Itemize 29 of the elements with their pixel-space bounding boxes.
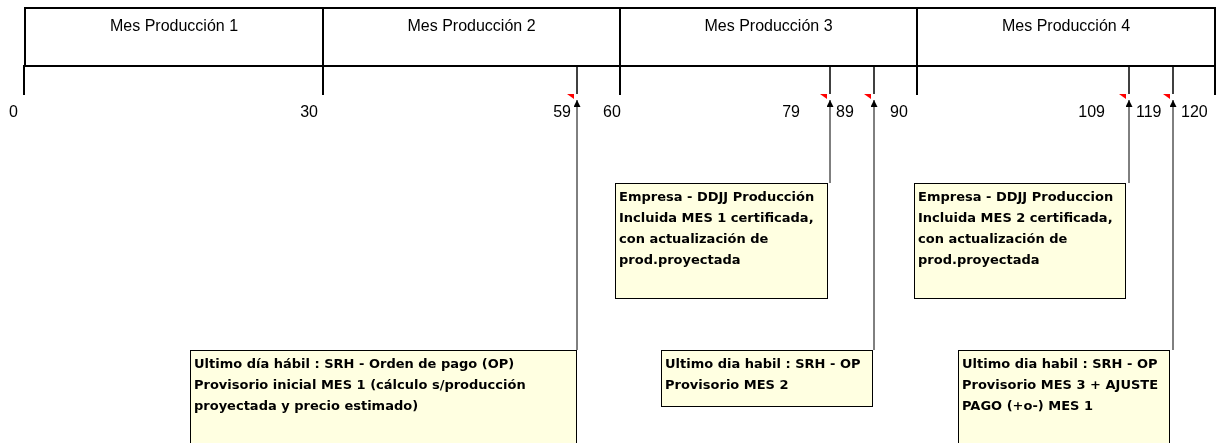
tick-label: 120 — [1181, 103, 1208, 121]
leader-line — [1169, 99, 1177, 351]
tick-label: 30 — [300, 103, 318, 121]
tick-label: 90 — [890, 103, 908, 121]
month-box: Mes Producción 2 — [322, 7, 621, 67]
leader-line — [870, 99, 878, 351]
comment-box: Empresa - DDJJ Producción Incluida MES 1 certificada, con actualización de prod.proyectada — [615, 183, 828, 299]
comment-box: Empresa - DDJJ Produccion Incluida MES 2 certificada, con actualización de prod.proyectada — [914, 183, 1126, 299]
tick-label: 79 — [782, 103, 800, 121]
comment-box: Ultimo dia habil : SRH - OP Provisorio MES 3 + AJUSTE PAGO (+o-) MES 1 — [958, 350, 1170, 443]
leader-line — [1125, 99, 1133, 184]
tick-label: 60 — [603, 103, 621, 121]
tick-label: 89 — [836, 103, 854, 121]
tick-label: 0 — [9, 103, 18, 121]
tick-label: 59 — [553, 103, 571, 121]
month-box: Mes Producción 4 — [916, 7, 1216, 67]
comment-marker-icon — [1119, 66, 1130, 100]
tick-label: 119 — [1136, 103, 1162, 121]
leader-line — [826, 99, 834, 184]
month-box: Mes Producción 1 — [24, 7, 324, 67]
comment-marker-icon — [1163, 66, 1174, 100]
tick-label: 109 — [1078, 103, 1105, 121]
leader-line — [573, 99, 581, 351]
comment-box: Ultimo dia habil : SRH - OP Provisorio MES 2 — [661, 350, 873, 407]
comment-marker-icon — [820, 66, 831, 100]
month-box: Mes Producción 3 — [619, 7, 918, 67]
comment-marker-icon — [567, 66, 578, 100]
comment-marker-icon — [864, 66, 875, 100]
comment-box: Ultimo día hábil : SRH - Orden de pago (OP) Provisorio inicial MES 1 (cálculo s/producción proyectada y precio estimado) — [190, 350, 577, 443]
